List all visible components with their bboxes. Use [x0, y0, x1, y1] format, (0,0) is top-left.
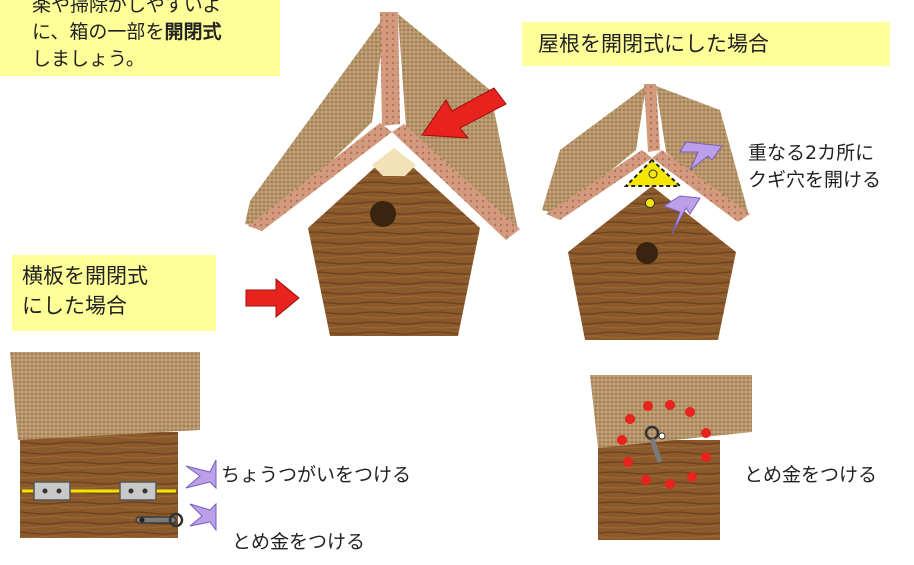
roof-open-roof-right-edge	[652, 150, 750, 222]
intro-note-line2: に、箱の一部を開閉式	[32, 19, 280, 46]
hinge-screw-icon	[128, 488, 134, 494]
lavender-arrow-latch	[189, 502, 217, 532]
side-open-hinge-left	[33, 481, 71, 501]
roof-open-roof-nail-hole	[648, 169, 658, 179]
red-arrow-side	[245, 277, 300, 319]
latch-circle-dot	[687, 472, 697, 482]
keyhole-annotation: 重なる2カ所に クギ穴を開ける	[748, 140, 881, 194]
roof-open-roof-left	[542, 86, 646, 214]
latch-annotation-right: とめ金をつける	[744, 464, 878, 486]
side-open-title: 横板を開閉式 にした場合	[12, 255, 216, 331]
side-open-hinge-right	[119, 481, 157, 501]
roof-open-roof-left-edge	[546, 150, 652, 220]
latch-circle-dot	[701, 452, 711, 462]
latch-hook-icon	[644, 425, 666, 463]
hinge-screw-icon	[56, 488, 62, 494]
roof-open-ridge	[644, 84, 660, 152]
main-roof-right-edge	[392, 124, 520, 240]
latch-house-roof	[590, 375, 752, 448]
side-open-roof	[10, 352, 200, 440]
latch-birdhouse	[590, 375, 752, 540]
latch-circle-dot	[623, 457, 633, 467]
lavender-arrow-body	[662, 195, 701, 235]
main-entrance-hole	[370, 201, 396, 227]
roof-open-entrance-hole	[636, 242, 658, 264]
hinge-annotation: ちょうつがいをつける	[221, 464, 412, 486]
side-open-title-line1: 横板を開閉式	[22, 264, 148, 288]
main-house-body	[308, 150, 480, 336]
intro-note-line1: 楽や掃除がしやすいよ	[32, 0, 222, 16]
side-open-title-line2: にした場合	[22, 294, 127, 318]
roof-open-house-body	[568, 186, 736, 340]
roof-open-birdhouse	[542, 84, 750, 340]
roof-open-title: 屋根を開閉式にした場合	[522, 22, 890, 66]
keyhole-annotation-line1: 重なる2カ所に	[748, 142, 875, 164]
roof-open-body-nail-hole	[645, 198, 655, 208]
latch-circle-dot	[625, 414, 635, 424]
intro-note: 楽や掃除がしやすいよ に、箱の一部を開閉式 しましょう。	[0, 0, 280, 76]
main-house-gable	[372, 148, 416, 176]
lavender-arrow-hinge	[185, 459, 217, 490]
main-roof-left-edge	[248, 123, 392, 231]
latch-circle-dot	[665, 400, 675, 410]
latch-circle-dot	[643, 401, 653, 411]
latch-annotation-left: とめ金をつける	[232, 531, 366, 553]
latch-circle-dot	[617, 435, 627, 445]
intro-note-line3: しましょう。	[32, 48, 145, 70]
intro-note-line2-prefix: に、箱の一部を	[32, 21, 165, 43]
latch-circle-dot	[665, 479, 675, 489]
hinge-screw-icon	[142, 488, 148, 494]
latch-circle-dot	[685, 407, 695, 417]
keyhole-annotation-line2: クギ穴を開ける	[748, 169, 882, 191]
intro-note-emphasis: 開閉式	[164, 21, 222, 43]
latch-circle-dot	[701, 428, 711, 438]
main-roof-ridge	[380, 12, 400, 126]
hinge-screw-icon	[42, 488, 48, 494]
lavender-arrow-roof	[679, 141, 723, 171]
red-arrow-roof	[421, 87, 507, 139]
side-open-latch-icon	[135, 512, 184, 528]
latch-circle-dot	[641, 475, 651, 485]
main-roof-left	[245, 14, 386, 227]
side-open-birdhouse	[10, 352, 200, 538]
